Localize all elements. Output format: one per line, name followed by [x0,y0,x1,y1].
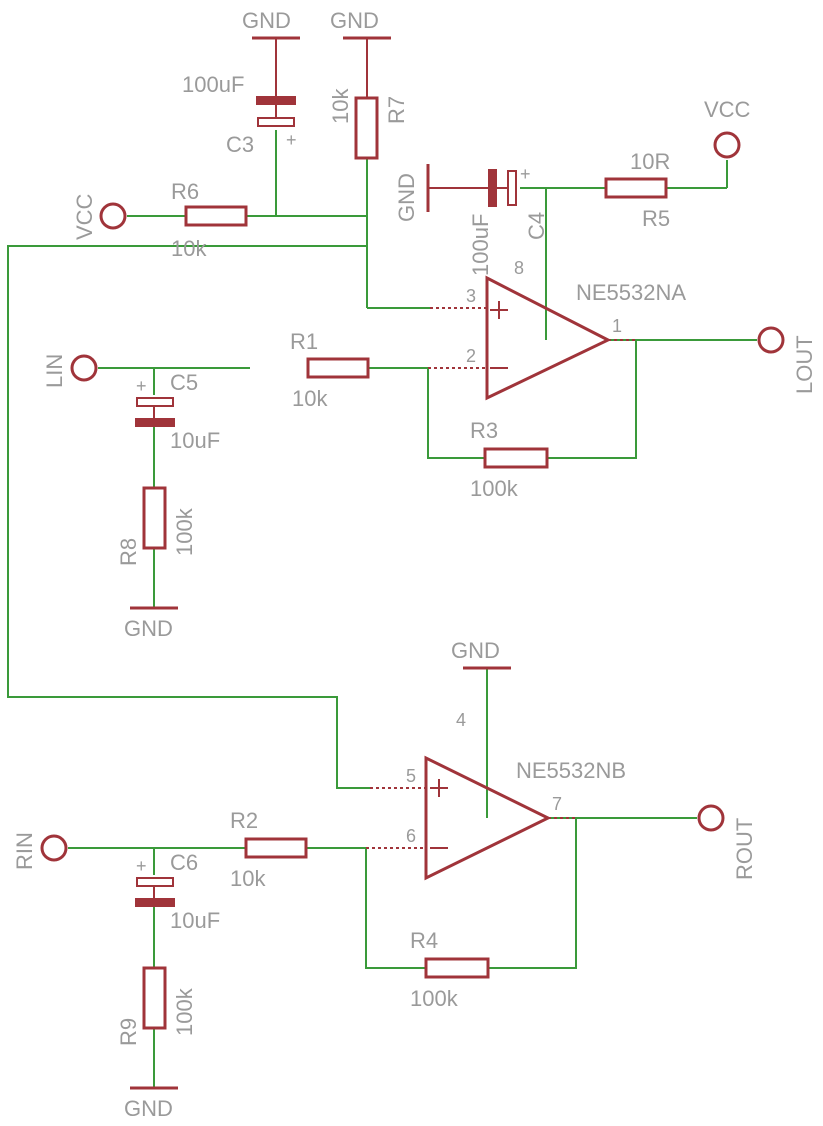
lout-label: LOUT [792,335,817,394]
wire-feedback-b-out [488,818,577,969]
r3-value: 100k [470,476,519,501]
rin-label: RIN [12,832,37,870]
r4-name: R4 [410,928,438,953]
vcc-label-left: VCC [72,193,97,240]
resistor-r5 [604,177,668,199]
c5-value: 10uF [170,428,220,453]
r5-name: R5 [642,206,670,231]
gnd-label-r7: GND [330,8,379,33]
capacitor-c6 [135,877,175,907]
opamp-a [428,275,636,401]
lin-label: LIN [42,354,67,388]
rout-label: ROUT [732,818,757,880]
vcc-label-right: VCC [704,97,751,122]
opa-pin2: 2 [466,346,476,366]
r2-value: 10k [230,866,266,891]
gnd-label-pin4: GND [451,638,500,663]
capacitor-c5 [135,397,175,427]
capacitor-c4 [488,169,517,207]
gnd-symbol-r7 [343,36,391,98]
gnd-label-r9: GND [124,1096,173,1121]
rout-pad [697,804,725,832]
lout-pad [757,326,785,354]
resistor-r2 [244,837,308,859]
c6-plus: + [136,856,147,876]
c5-name: C5 [170,370,198,395]
r6-name: R6 [171,179,199,204]
r9-name: R9 [116,1018,141,1046]
r8-value: 100k [172,507,197,556]
c6-name: C6 [170,850,198,875]
c4-value: 100uF [468,214,493,276]
resistor-r6 [184,205,248,227]
wire-bias-to-b [7,245,370,789]
resistor-r8 [142,486,167,550]
rin-pad [40,834,68,862]
r1-value: 10k [292,386,328,411]
opb-name: NE5532NB [516,758,626,783]
wires [7,130,757,1088]
opa-pin8: 8 [514,258,524,278]
resistor-r1 [306,357,370,379]
gnd-label-c4: GND [394,173,419,222]
gnd-label-c3: GND [242,8,291,33]
resistor-r4 [424,957,490,979]
r7-name: R7 [384,96,409,124]
opa-pin3: 3 [466,286,476,306]
opb-pin4: 4 [456,710,466,730]
r6-value: 10k [171,236,207,261]
resistor-r9 [142,966,167,1030]
wire-feedback-a [427,368,485,459]
r2-name: R2 [230,808,258,833]
gnd-symbol-c3 [252,36,300,96]
c4-plus: + [520,164,531,184]
gnd-label-r8: GND [124,616,173,641]
c3-plus: + [286,130,297,150]
r1-name: R1 [290,329,318,354]
opa-name: NE5532NA [576,280,686,305]
resistor-r3 [483,447,549,469]
gnd-symbol-c4 [426,164,488,212]
opamp-b [366,755,576,881]
r5-value: 10R [630,149,670,174]
r4-value: 100k [410,986,459,1011]
c5-plus: + [136,376,147,396]
vcc-pad-left [99,202,127,230]
c4-name: C4 [524,212,549,240]
wire-feedback-b [365,848,426,969]
c6-value: 10uF [170,908,220,933]
r9-value: 100k [172,987,197,1036]
r7-value: 10k [328,88,353,124]
capacitor-c3 [256,96,296,127]
vcc-pad-right [713,131,741,159]
lin-pad [70,354,98,382]
c3-value: 100uF [182,72,244,97]
c3-name: C3 [226,132,254,157]
opb-pin5: 5 [406,766,416,786]
opb-pin7: 7 [552,794,562,814]
r8-name: R8 [116,538,141,566]
opa-pin1: 1 [612,316,622,336]
r3-name: R3 [470,418,498,443]
wire-feedback-a-out [547,340,637,459]
resistor-r7 [354,96,379,160]
opb-pin6: 6 [406,826,416,846]
